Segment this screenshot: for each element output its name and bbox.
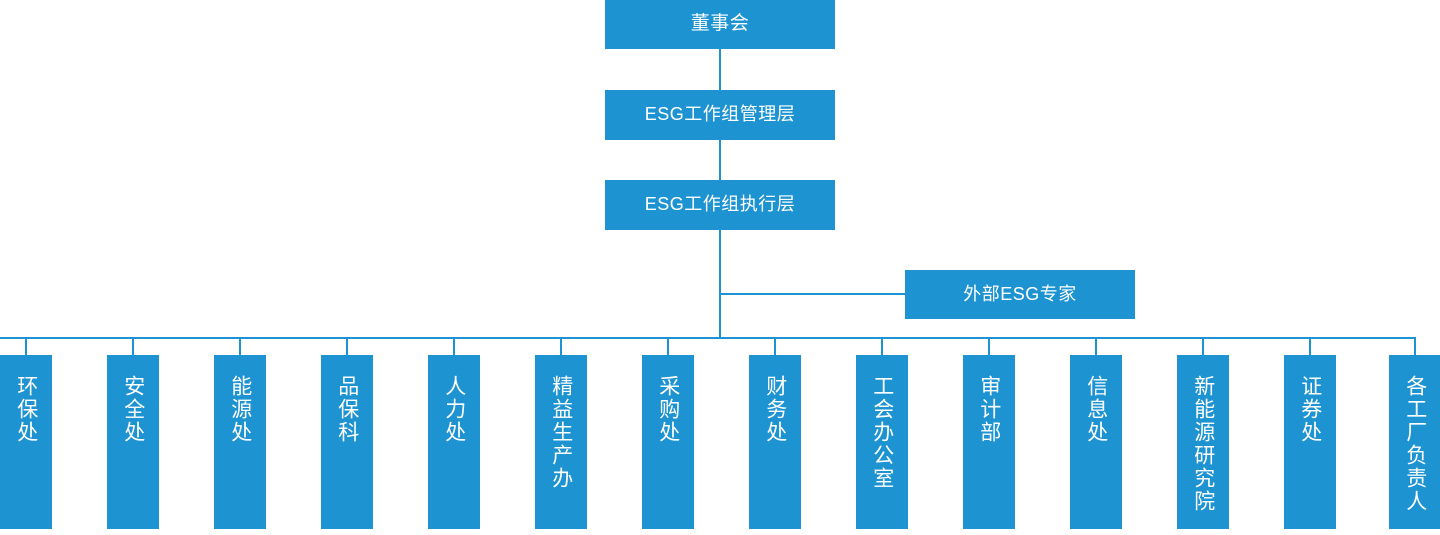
node-department-9[interactable]: 工会办公室 (856, 355, 908, 529)
node-department-13[interactable]: 证券处 (1284, 355, 1336, 529)
node-department-8[interactable]: 财务处 (749, 355, 801, 529)
node-board-label: 董事会 (690, 13, 750, 35)
node-management-layer[interactable]: ESG工作组管理层 (605, 90, 835, 140)
node-department-7[interactable]: 采购处 (642, 355, 694, 529)
connector-stub-14 (1414, 337, 1416, 355)
node-department-14[interactable]: 各工厂负责人 (1389, 355, 1440, 529)
node-department-10[interactable]: 审计部 (963, 355, 1015, 529)
connector-stub-6 (560, 337, 562, 355)
node-department-1[interactable]: 环保处 (0, 355, 52, 529)
connector-execution-trunk (719, 230, 721, 339)
connector-management-to-execution (719, 140, 721, 180)
connector-stub-4 (346, 337, 348, 355)
node-department-9-label: 工会办公室 (870, 375, 894, 490)
connector-stub-8 (774, 337, 776, 355)
node-execution-layer-label: ESG工作组执行层 (644, 194, 796, 215)
node-department-2[interactable]: 安全处 (107, 355, 159, 529)
node-department-10-label: 审计部 (977, 375, 1001, 444)
node-department-3[interactable]: 能源处 (214, 355, 266, 529)
connector-department-bus (0, 337, 1415, 339)
node-department-8-label: 财务处 (763, 375, 787, 444)
node-department-1-label: 环保处 (14, 375, 38, 444)
node-department-6-label: 精益生产办 (549, 375, 573, 490)
connector-execution-to-advisor (719, 293, 905, 295)
node-department-6[interactable]: 精益生产办 (535, 355, 587, 529)
connector-stub-5 (453, 337, 455, 355)
node-department-14-label: 各工厂负责人 (1403, 375, 1427, 513)
node-department-12[interactable]: 新能源研究院 (1177, 355, 1229, 529)
node-external-esg-advisor[interactable]: 外部ESG专家 (905, 270, 1135, 319)
connector-stub-3 (239, 337, 241, 355)
node-department-4-label: 品保科 (335, 375, 359, 444)
connector-stub-7 (667, 337, 669, 355)
node-department-5[interactable]: 人力处 (428, 355, 480, 529)
connector-stub-12 (1202, 337, 1204, 355)
node-management-layer-label: ESG工作组管理层 (644, 104, 796, 125)
node-department-13-label: 证券处 (1298, 375, 1322, 444)
node-department-2-label: 安全处 (121, 375, 145, 444)
connector-stub-10 (988, 337, 990, 355)
connector-stub-13 (1309, 337, 1311, 355)
connector-board-to-management (719, 49, 721, 90)
connector-stub-1 (25, 337, 27, 355)
node-department-5-label: 人力处 (442, 375, 466, 444)
connector-stub-2 (132, 337, 134, 355)
node-department-3-label: 能源处 (228, 375, 252, 444)
node-board[interactable]: 董事会 (605, 0, 835, 49)
node-department-7-label: 采购处 (656, 375, 680, 444)
node-department-11-label: 信息处 (1084, 375, 1108, 444)
node-execution-layer[interactable]: ESG工作组执行层 (605, 180, 835, 230)
node-department-11[interactable]: 信息处 (1070, 355, 1122, 529)
connector-stub-9 (881, 337, 883, 355)
connector-stub-11 (1095, 337, 1097, 355)
node-department-4[interactable]: 品保科 (321, 355, 373, 529)
node-external-esg-advisor-label: 外部ESG专家 (963, 283, 1077, 304)
node-department-12-label: 新能源研究院 (1191, 375, 1215, 513)
